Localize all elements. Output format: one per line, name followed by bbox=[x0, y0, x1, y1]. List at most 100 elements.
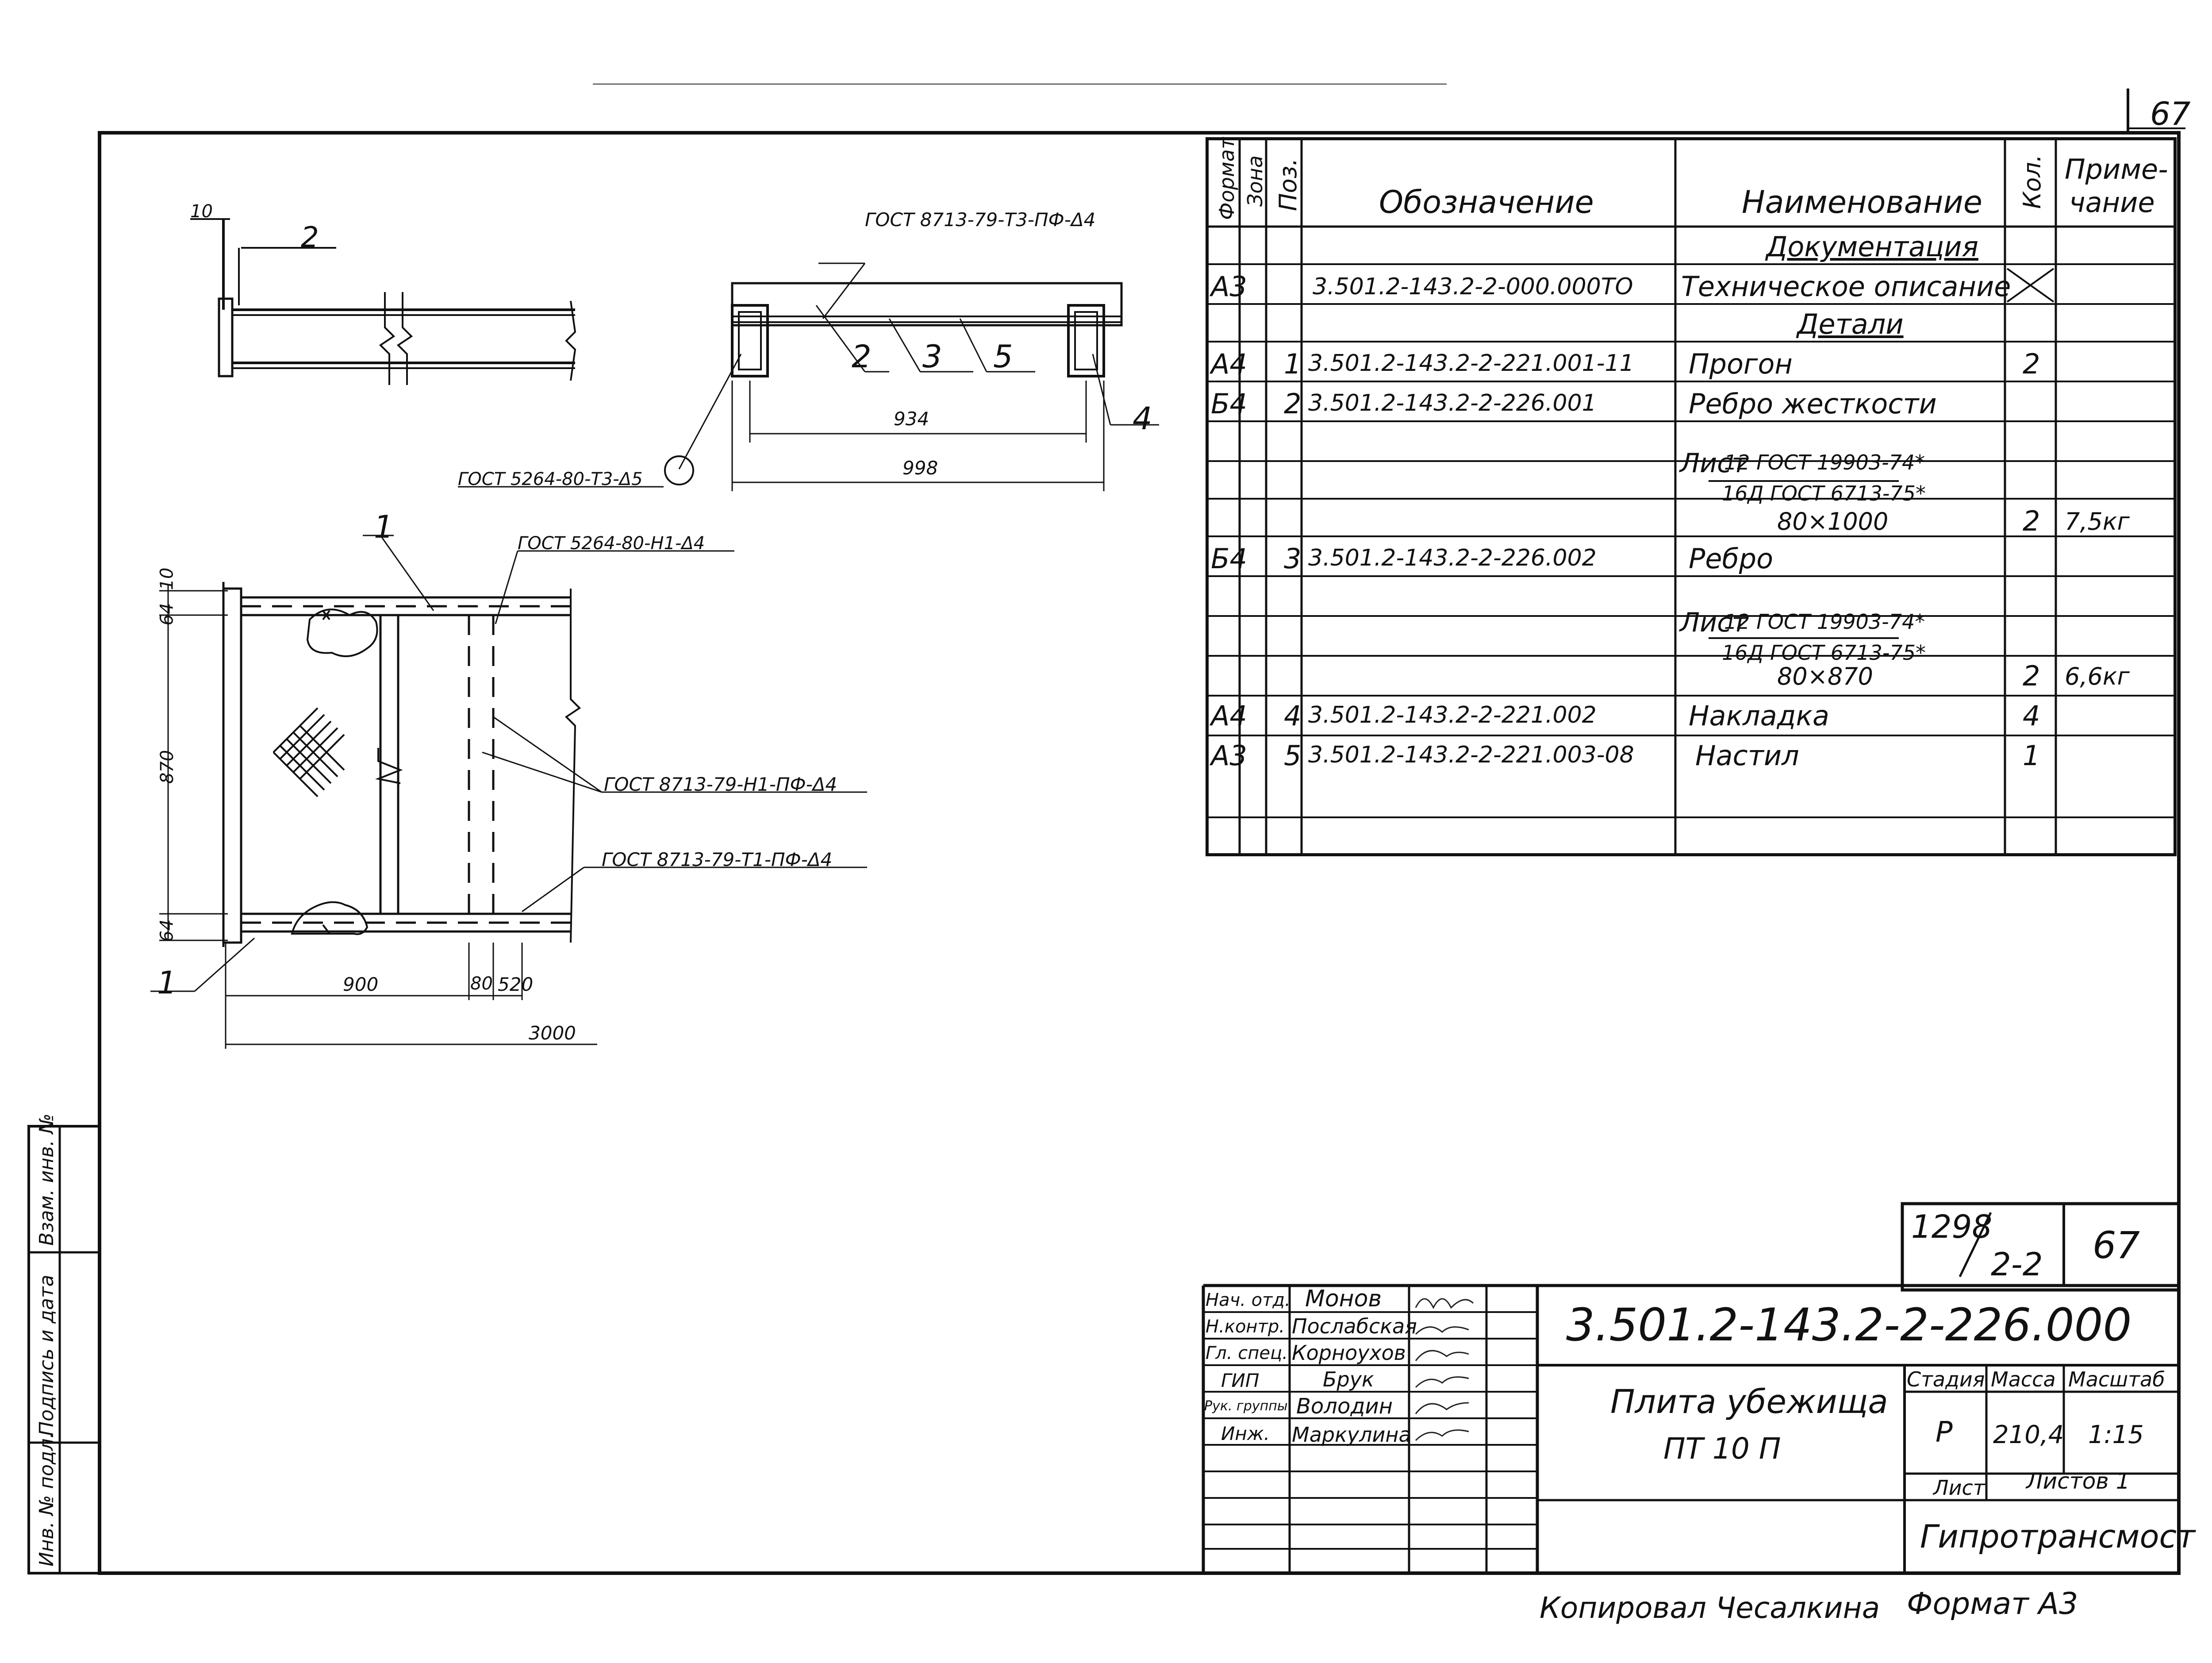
album-number-bottom: 2-2 bbox=[1991, 1246, 2043, 1283]
row-5-prefix: Лист bbox=[1680, 448, 1747, 479]
row-3-designation: 3.501.2-143.2-2-221.001-11 bbox=[1308, 350, 1634, 377]
row-6-name: 80×1000 bbox=[1777, 508, 1889, 535]
row-3-name: Прогон bbox=[1689, 348, 1793, 380]
sheets-count-label: Листов 1 bbox=[2026, 1468, 2130, 1494]
dim-998: 998 bbox=[902, 457, 938, 479]
person-4: Брук bbox=[1323, 1367, 1374, 1391]
role-5: Рук. группы bbox=[1204, 1398, 1288, 1414]
dim-3000: 3000 bbox=[529, 1022, 576, 1044]
role-2: Н.контр. bbox=[1206, 1317, 1285, 1337]
signature-marks bbox=[1415, 1298, 1474, 1441]
row-10-name: Накладка bbox=[1689, 700, 1829, 732]
weld-label-5: ГОСТ 8713-79-Т1-ПФ-Δ4 bbox=[602, 849, 833, 870]
specification-table: Формат Зона Поз. Обозначение Наименовани… bbox=[1206, 137, 2177, 856]
weld-label-1: ГОСТ 8713-79-Т3-ПФ-Δ4 bbox=[865, 209, 1096, 231]
row-7-format: Б4 bbox=[1211, 543, 1247, 575]
strip-podpis: Подпись и дата bbox=[35, 1274, 58, 1436]
row-3-format: А4 bbox=[1211, 348, 1247, 380]
role-1: Нач. отд. bbox=[1206, 1290, 1290, 1310]
row-9-note: 6,6кг bbox=[2065, 662, 2130, 690]
page-number: 67 bbox=[2150, 95, 2191, 132]
row-section-details: Детали bbox=[1797, 308, 1904, 340]
person-3: Корноухов bbox=[1292, 1341, 1406, 1365]
object-title-line2: ПТ 10 П bbox=[1663, 1432, 1781, 1466]
row-5-top: 12 ГОСТ 19903-74* bbox=[1724, 450, 1925, 474]
row-10-format: А4 bbox=[1211, 700, 1247, 732]
dim-10-side: 10 bbox=[157, 567, 177, 590]
row-4-designation: 3.501.2-143.2-2-226.001 bbox=[1308, 390, 1597, 416]
callout-2a: 2 bbox=[301, 221, 319, 254]
col-header-format: Формат bbox=[1215, 137, 1239, 220]
row-9-name: 80×870 bbox=[1777, 662, 1874, 690]
person-6: Маркулина bbox=[1292, 1423, 1411, 1447]
person-1: Монов bbox=[1305, 1286, 1382, 1312]
col-header-note-line1: Приме- bbox=[2065, 153, 2168, 185]
dim-520: 520 bbox=[498, 974, 534, 995]
dim-64-top: 64 bbox=[157, 603, 177, 626]
row-10-designation: 3.501.2-143.2-2-221.002 bbox=[1308, 702, 1597, 728]
row-8-prefix: Лист bbox=[1680, 607, 1747, 638]
col-header-zone: Зона bbox=[1243, 155, 1267, 207]
col-header-qty: Кол. bbox=[2018, 154, 2046, 209]
row-10-pos: 4 bbox=[1284, 700, 1302, 732]
table-grid bbox=[1209, 140, 2174, 853]
row-11-name: Настил bbox=[1695, 739, 1799, 772]
row-1-name: Техническое описание bbox=[1681, 270, 2011, 303]
paper-format: Формат А3 bbox=[1907, 1586, 2078, 1621]
strip-inv-podl: Инв. № подл. bbox=[35, 1432, 58, 1567]
row-11-pos: 5 bbox=[1284, 739, 1302, 772]
row-10-qty: 4 bbox=[2023, 700, 2040, 732]
dim-80: 80 bbox=[470, 974, 493, 994]
mass-value: 210,4 bbox=[1993, 1420, 2064, 1449]
row-4-format: Б4 bbox=[1211, 388, 1247, 420]
stage-value: Р bbox=[1936, 1416, 1953, 1449]
row-4-name: Ребро жесткости bbox=[1689, 388, 1937, 420]
callout-3: 3 bbox=[922, 339, 942, 375]
row-section-documentation: Документация bbox=[1766, 231, 1978, 263]
title-sheet-number: 67 bbox=[2093, 1224, 2140, 1267]
weld-label-4: ГОСТ 8713-79-Н1-ПФ-Δ4 bbox=[604, 774, 837, 795]
dim-900: 900 bbox=[343, 974, 379, 995]
dim-934: 934 bbox=[894, 408, 929, 430]
organization-name: Гипротрансмост bbox=[1920, 1518, 2196, 1555]
row-6-qty: 2 bbox=[2023, 505, 2040, 537]
row-3-pos: 1 bbox=[1284, 348, 1302, 380]
col-header-designation: Обозначение bbox=[1379, 184, 1594, 220]
person-5: Володин bbox=[1296, 1394, 1393, 1419]
person-2: Послабская bbox=[1292, 1314, 1417, 1338]
col-header-note-line2: чание bbox=[2069, 186, 2155, 219]
row-1-format: А3 bbox=[1211, 270, 1247, 303]
mass-label: Масса bbox=[1991, 1367, 2056, 1391]
row-5-bottom: 16Д ГОСТ 6713-75* bbox=[1722, 481, 1926, 505]
row-11-designation: 3.501.2-143.2-2-221.003-08 bbox=[1308, 742, 1634, 768]
weld-label-2: ГОСТ 5264-80-Т3-Δ5 bbox=[458, 469, 643, 489]
col-header-name: Наименование bbox=[1742, 184, 1982, 220]
mesh-hatch-icon bbox=[273, 707, 345, 797]
row-8-bottom: 16Д ГОСТ 6713-75* bbox=[1722, 641, 1926, 665]
row-8-top: 12 ГОСТ 19903-74* bbox=[1724, 610, 1925, 634]
row-11-format: А3 bbox=[1211, 739, 1247, 772]
callout-4: 4 bbox=[1133, 400, 1152, 437]
drawing-code: 3.501.2-143.2-2-226.000 bbox=[1566, 1299, 2132, 1351]
row-7-pos: 3 bbox=[1284, 543, 1302, 575]
strip-vzam: Взам. инв. № bbox=[35, 1113, 58, 1246]
stage-label: Стадия bbox=[1907, 1367, 1985, 1391]
scale-label: Масштаб bbox=[2068, 1367, 2165, 1391]
row-7-designation: 3.501.2-143.2-2-226.002 bbox=[1308, 545, 1597, 571]
scale-value: 1:15 bbox=[2088, 1420, 2144, 1449]
col-header-pos: Поз. bbox=[1274, 158, 1302, 211]
role-6: Инж. bbox=[1221, 1423, 1270, 1444]
row-1-designation: 3.501.2-143.2-2-000.000ТО bbox=[1313, 273, 1633, 300]
dim-10-top: 10 bbox=[190, 201, 213, 222]
weld-label-3: ГОСТ 5264-80-Н1-Δ4 bbox=[518, 533, 705, 554]
object-title-line1: Плита убежища bbox=[1610, 1383, 1888, 1421]
row-6-note: 7,5кг bbox=[2065, 508, 2130, 535]
row-7-name: Ребро bbox=[1689, 543, 1774, 575]
callout-5: 5 bbox=[993, 339, 1013, 375]
copied-by: Копировал Чесалкина bbox=[1540, 1591, 1880, 1625]
role-4: ГИП bbox=[1221, 1370, 1260, 1391]
album-number-top: 1298 bbox=[1911, 1208, 1993, 1245]
row-3-qty: 2 bbox=[2023, 348, 2040, 380]
